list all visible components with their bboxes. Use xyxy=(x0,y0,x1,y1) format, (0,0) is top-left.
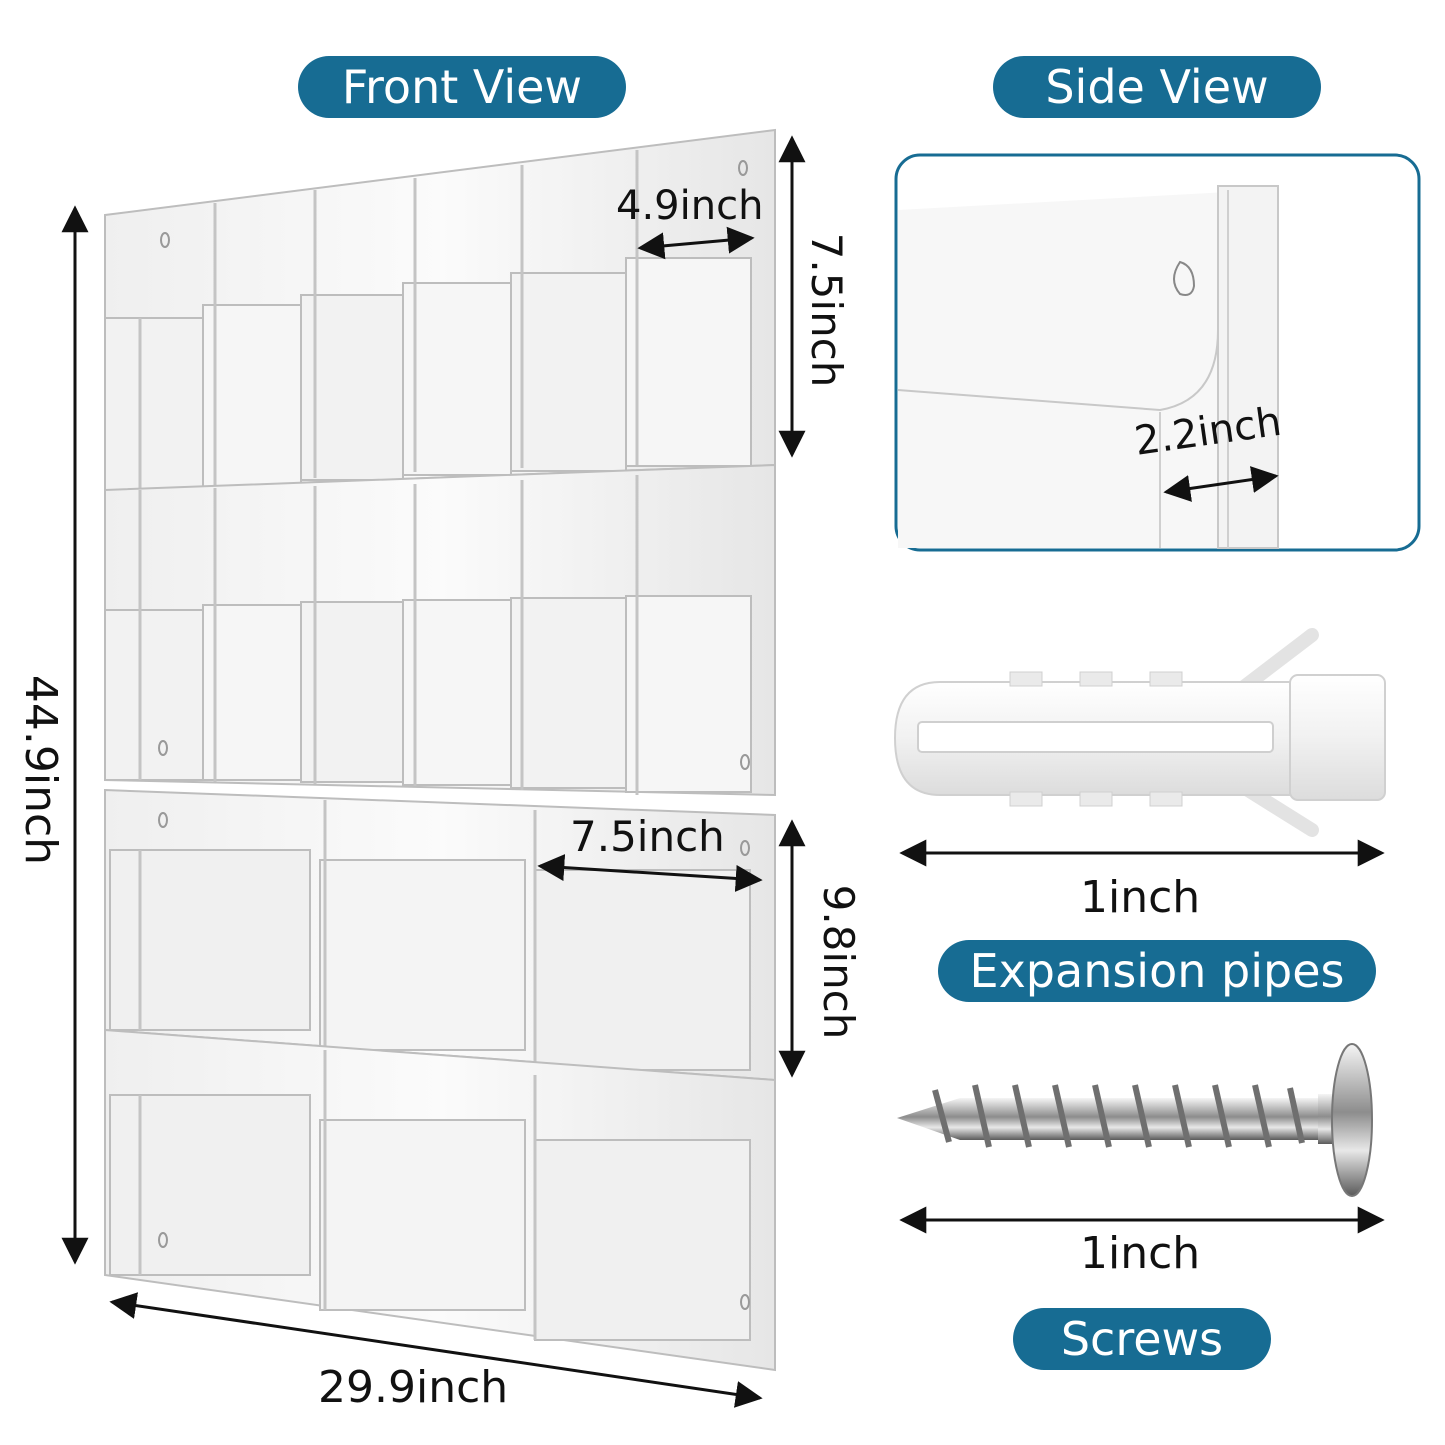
side-view-label: Side View xyxy=(993,56,1321,118)
screws-label: Screws xyxy=(1013,1308,1271,1370)
side-view-panel xyxy=(894,153,1421,552)
front-view-label: Front View xyxy=(298,56,626,118)
total-width-label: 29.9inch xyxy=(318,1362,509,1413)
keyhole-icon xyxy=(1173,260,1196,296)
expansion-pipe-illustration xyxy=(893,628,1386,867)
screw-length-label: 1inch xyxy=(1080,1228,1201,1279)
rack-front-view xyxy=(104,128,776,1372)
dimension-arrows xyxy=(61,135,806,1408)
expansion-pipes-label: Expansion pipes xyxy=(938,940,1376,1002)
screw-illustration xyxy=(897,1043,1385,1234)
pipe-length-label: 1inch xyxy=(1080,872,1201,923)
total-height-label: 44.9inch xyxy=(15,674,66,866)
small-pocket-width-label: 4.9inch xyxy=(616,183,764,229)
large-pocket-width-label: 7.5inch xyxy=(570,812,725,861)
large-pocket-height-label: 9.8inch xyxy=(814,884,863,1040)
small-pocket-height-label: 7.5inch xyxy=(802,232,851,388)
